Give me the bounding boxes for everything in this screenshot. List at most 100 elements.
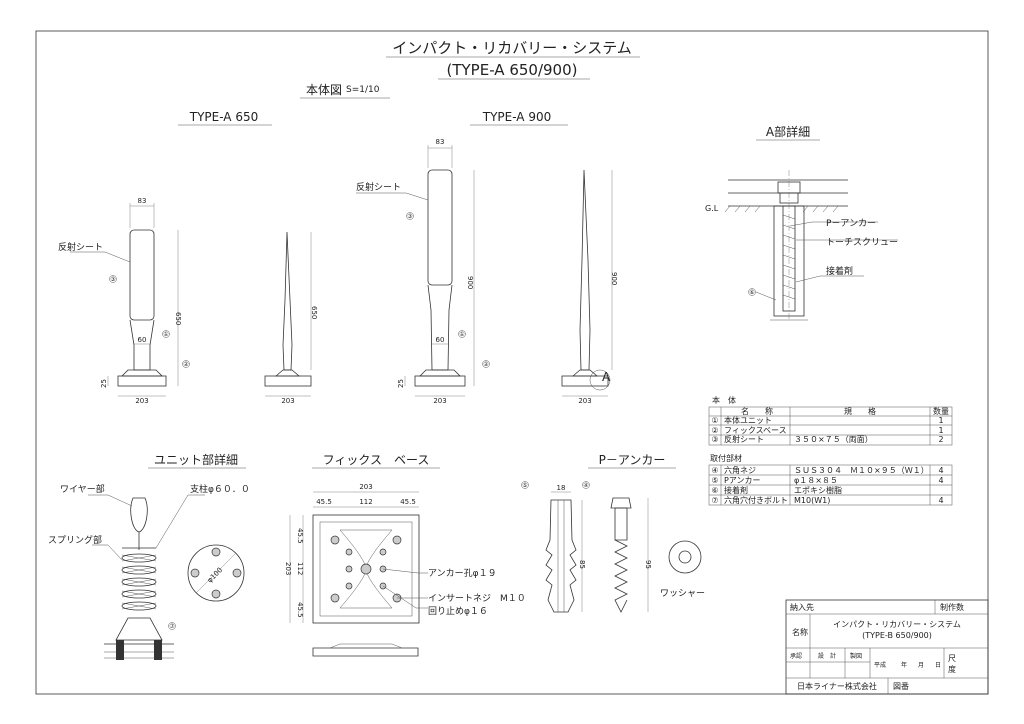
dim-pa-length: 85 (578, 560, 586, 569)
dim-fb-bottom-v: 45.5 (296, 602, 304, 618)
fit-row-2-qty: 4 (938, 476, 943, 485)
parts-header-spec: 規 格 (844, 406, 876, 416)
body-view-label: 本体図 (306, 83, 342, 97)
fit-row-4-qty: 4 (938, 496, 943, 505)
label-reflect-sheet-900: 反射シート (356, 181, 401, 193)
dim-900-base-width: 203 (433, 397, 446, 405)
heading-type-650: TYPE-A 650 (189, 110, 258, 124)
parts-row-3-no: ③ (711, 435, 718, 444)
heading-type-900: TYPE-A 900 (482, 110, 551, 124)
dim-900-width-pillar: 60 (436, 336, 445, 344)
heading-detail-a: A部詳細 (766, 124, 810, 139)
parts-row-3-spec: ３５０×７５（両面） (794, 435, 873, 444)
tb-heisei: 平成 (874, 661, 886, 669)
dim-fb-left: 45.5 (316, 498, 332, 506)
fittings-table (708, 464, 953, 506)
tb-month: 月 (918, 662, 924, 669)
marker-3-900: ③ (407, 213, 412, 220)
tb-delivery: 納入先 (790, 602, 814, 612)
tb-drawing-no: 図番 (893, 681, 909, 691)
tb-name-label: 名称 (792, 627, 808, 637)
dim-900-height: 900 (466, 276, 474, 289)
marker-4-bolt: ④ (583, 482, 588, 489)
tb-name-1: インパクト・リカバリー・システム (833, 620, 961, 629)
dim-unit-dia: φ100 (206, 566, 224, 584)
dim-900-base-height: 25 (397, 379, 405, 388)
tb-day: 日 (935, 662, 941, 669)
post-650-front (70, 203, 190, 397)
parts-row-3-qty: 2 (938, 435, 943, 444)
tb-draft: 製図 (850, 652, 862, 660)
sheet-border (35, 30, 989, 695)
label-gl: G.L (705, 204, 719, 213)
label-stopper: 回り止めφ１６ (428, 605, 488, 617)
parts-row-2-name: フィックスベース (724, 426, 787, 435)
marker-6-detail: ⑥ (749, 289, 754, 296)
detail-a-drawing (724, 170, 898, 321)
label-reflect-sheet-650: 反射シート (58, 241, 103, 253)
fit-row-1-no: ④ (711, 466, 718, 475)
p-anchor-drawing (521, 481, 702, 613)
marker-a: A (602, 370, 611, 384)
parts-row-1-qty: 1 (938, 416, 943, 425)
parts-table (708, 406, 953, 446)
label-anchor-hole: アンカー孔φ１９ (428, 568, 497, 579)
unit-detail-drawing (88, 494, 245, 660)
fit-row-3-name: 接着剤 (724, 485, 748, 495)
fit-row-3-no: ⑥ (711, 486, 718, 495)
marker-7-unit: ⑦ (169, 623, 175, 630)
dim-900-width-top: 83 (436, 138, 445, 146)
tb-year: 年 (901, 661, 907, 669)
post-900-side (561, 169, 613, 397)
marker-group: ① ② ③ ① ② ③ ⑥ ⑤ ④ ⑦ (110, 213, 754, 630)
parts-header-name: 名 称 (741, 406, 773, 416)
label-wire: ワイヤー部 (60, 483, 105, 495)
dim-650-base-width: 203 (135, 397, 148, 405)
parts-row-1-no: ① (711, 416, 718, 425)
marker-1-900: ① (459, 331, 464, 338)
dim-900-side-height: 900 (610, 272, 618, 285)
tb-maker-no: 制作数 (940, 602, 964, 612)
post-900-front (356, 145, 490, 397)
dim-fb-right: 45.5 (400, 498, 416, 506)
heading-unit-detail: ユニット部詳細 (154, 452, 238, 467)
dim-650-side-height: 650 (310, 306, 318, 319)
label-torch-screw: トーチスクリュー (826, 237, 898, 248)
dim-fb-top-v: 45.5 (296, 528, 304, 544)
label-p-anchor-detail: P－アンカー (826, 218, 876, 229)
fix-base-drawing (289, 491, 428, 657)
tb-company: 日本ライナー株式会社 (797, 681, 877, 691)
parts-table-heading: 本 体 (712, 395, 736, 405)
tb-design: 設 計 (818, 652, 836, 660)
parts-header-qty: 数量 (933, 406, 949, 416)
marker-3-650: ③ (110, 276, 115, 283)
marker-5-anchor: ⑤ (522, 482, 527, 489)
heading-p-anchor: P－アンカー (599, 453, 666, 467)
drawing-title: インパクト・リカバリー・システム (392, 39, 632, 57)
fit-row-4-no: ⑦ (711, 496, 718, 505)
fit-row-1-spec: ＳＵＳ３０４ Ｍ１０×９５（Ｗ１） (794, 466, 929, 475)
label-insert-screw: インサートネジ M１０ (428, 593, 526, 604)
label-washer: ワッシャー (660, 589, 705, 599)
label-pillar: 支柱φ６０．０ (190, 483, 250, 495)
fit-row-4-spec: M10(W1) (794, 496, 830, 505)
marker-2-900: ② (483, 361, 489, 368)
fit-row-2-name: Pアンカー (724, 476, 761, 485)
dim-650-width-pillar: 60 (138, 336, 147, 344)
dim-650-base-height: 25 (100, 379, 108, 388)
tb-scale-2: 度 (948, 664, 956, 674)
post-650-side (264, 231, 312, 397)
parts-row-1-name: 本体ユニット (724, 415, 772, 425)
dim-900-side-width: 203 (578, 397, 591, 405)
tb-approve: 承認 (790, 652, 802, 660)
dim-fb-center-v: 112 (296, 562, 304, 575)
fit-row-4-name: 六角穴付きボルト (724, 495, 788, 505)
dim-fb-center: 112 (359, 498, 372, 506)
marker-1-650: ① (163, 331, 168, 338)
fit-row-3-spec: エポキシ樹脂 (794, 485, 842, 495)
heading-fix-base: フィックス ベース (323, 453, 430, 467)
parts-row-2-no: ② (711, 426, 718, 435)
label-spring: スプリング部 (48, 534, 102, 546)
title-block (785, 599, 989, 695)
